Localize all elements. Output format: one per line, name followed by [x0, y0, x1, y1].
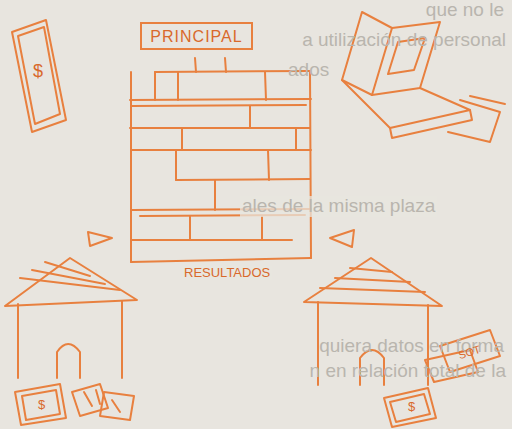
sign-board: PRINCIPAL	[140, 22, 253, 50]
dollar-sign: $	[406, 400, 417, 414]
background-text: n en relación total de la	[308, 361, 508, 382]
house-left	[5, 258, 137, 378]
brick-wall	[130, 71, 311, 262]
background-text: a utilización de personal	[300, 30, 508, 51]
sign-text: PRINCIPAL	[150, 28, 243, 46]
result-label: RESULTADOS	[182, 266, 272, 280]
dollar-sign: $	[36, 398, 47, 412]
background-text: que no le	[424, 0, 506, 21]
background-text: ados	[286, 60, 331, 81]
document-icon	[12, 20, 66, 132]
background-text: ales de la misma plaza	[240, 196, 437, 217]
dollar-sign: $	[31, 62, 45, 82]
arrow-left	[330, 230, 354, 247]
money-left	[15, 384, 134, 425]
arrow-right	[88, 232, 112, 246]
sign-post	[195, 58, 226, 72]
